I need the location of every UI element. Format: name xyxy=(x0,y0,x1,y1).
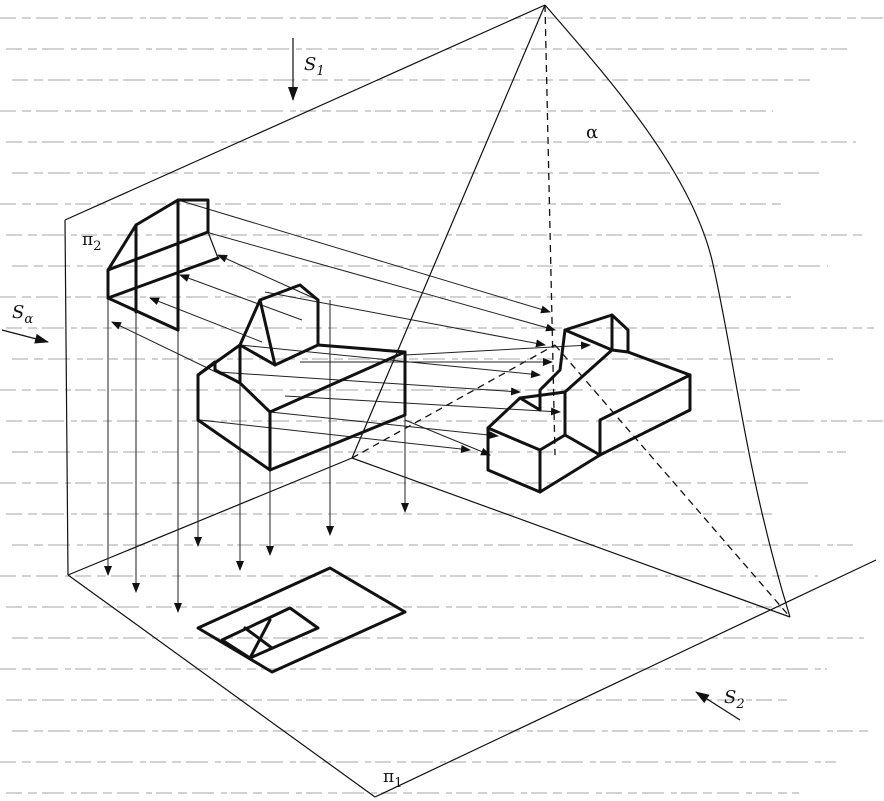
projectors-to-pi1 xyxy=(104,298,409,613)
s2-label: S2 xyxy=(724,687,745,712)
plan-view-on-pi1 xyxy=(196,566,407,674)
alpha-label: α xyxy=(586,122,598,143)
plane-pi2-vertical xyxy=(64,4,546,576)
pi1-label: π1 xyxy=(383,767,402,791)
isometric-object xyxy=(196,283,407,472)
s2-direction-arrow xyxy=(695,691,741,721)
s1-label: S1 xyxy=(304,54,325,79)
s-alpha-direction-arrow xyxy=(1,329,49,344)
plane-alpha xyxy=(351,4,791,618)
s-alpha-label: Sα xyxy=(12,302,33,327)
plane-pi1-horizontal xyxy=(67,457,877,798)
front-view-on-pi2 xyxy=(106,198,220,332)
pi2-label: π2 xyxy=(82,230,101,254)
projectors-to-pi2 xyxy=(111,254,319,376)
oblique-view-on-alpha xyxy=(486,313,692,494)
